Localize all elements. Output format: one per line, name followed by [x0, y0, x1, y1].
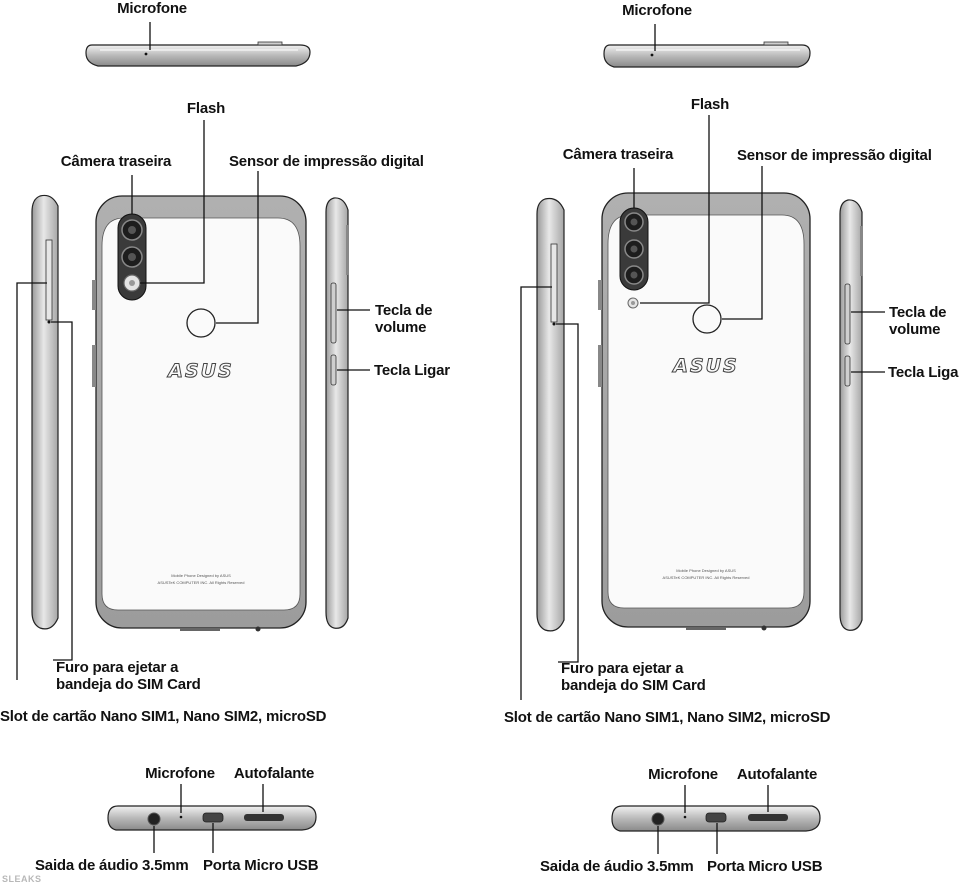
left-back-print-line2: ASUSTeK COMPUTER INC. All Rights Reserve… [158, 580, 245, 585]
right-side-view-left [520, 197, 579, 700]
left-audio-jack [147, 812, 161, 826]
right-bottom-mic-hole [683, 815, 687, 819]
right-label-volume-key: Tecla de volume [889, 304, 947, 338]
right-power-key [844, 355, 851, 387]
right-side-view-right [839, 199, 885, 631]
left-back-panel [101, 217, 301, 611]
right-label-rear-camera: Câmera traseira [562, 146, 674, 163]
right-fingerprint-sensor [692, 304, 722, 334]
right-top-edge [603, 24, 811, 68]
left-back-print-line1: Mobile Phone Designed by ASUS [171, 573, 231, 578]
right-label-audio-jack: Saida de áudio 3.5mm [540, 858, 694, 875]
right-label-micro-usb: Porta Micro USB [707, 858, 823, 875]
left-fingerprint-sensor [186, 308, 216, 338]
right-micro-usb-port [705, 812, 727, 823]
left-label-rear-camera: Câmera traseira [60, 153, 172, 170]
left-top-edge [85, 22, 311, 67]
watermark: SLEAKS [2, 874, 42, 884]
left-power-key [330, 354, 337, 386]
right-top-mic-hole [650, 53, 654, 57]
right-sim-eject-hole [552, 322, 556, 326]
right-phone-group: Mobile Phone Designed by ASUS ASUSTeK CO… [520, 24, 885, 854]
right-label-speaker: Autofalante [736, 766, 818, 783]
right-label-bottom-microphone: Microfone [648, 766, 718, 783]
left-label-sim-slot: Slot de cartão Nano SIM1, Nano SIM2, mic… [0, 708, 327, 725]
left-asus-logo: ASUS [166, 360, 234, 382]
left-label-speaker: Autofalante [233, 765, 315, 782]
left-label-volume-key: Tecla de volume [375, 302, 433, 336]
right-label-power-key: Tecla Liga [888, 364, 959, 381]
right-volume-key [844, 283, 851, 345]
left-micro-usb-port [202, 812, 224, 823]
left-label-sim-eject-hole: Furo para ejetar a bandeja do SIM Card [56, 659, 201, 693]
right-back-print-line2: ASUSTeK COMPUTER INC. All Rights Reserve… [663, 575, 750, 580]
left-side-view-left [16, 194, 73, 680]
left-label-top-microphone: Microfone [117, 0, 187, 17]
left-sim-slot [45, 239, 53, 321]
left-volume-key [330, 282, 337, 344]
right-sim-slot [550, 243, 558, 323]
left-side-view-right [325, 197, 370, 629]
left-label-audio-jack: Saida de áudio 3.5mm [35, 857, 189, 874]
right-label-top-microphone: Microfone [622, 2, 692, 19]
left-label-fingerprint-sensor: Sensor de impressão digital [229, 153, 424, 170]
right-speaker-grille [748, 814, 788, 821]
right-asus-logo: ASUS [671, 355, 739, 377]
left-back-view: Mobile Phone Designed by ASUS ASUSTeK CO… [92, 120, 307, 632]
right-audio-jack [651, 812, 665, 826]
left-label-bottom-microphone: Microfone [145, 765, 215, 782]
right-label-flash: Flash [690, 96, 730, 113]
left-phone-group: Mobile Phone Designed by ASUS ASUSTeK CO… [16, 22, 370, 853]
right-bottom-edge [611, 785, 821, 854]
left-top-mic-hole [144, 52, 148, 56]
right-label-sim-eject-hole: Furo para ejetar a bandeja do SIM Card [561, 660, 706, 694]
left-label-flash: Flash [186, 100, 226, 117]
right-back-print-line1: Mobile Phone Designed by ASUS [676, 568, 736, 573]
left-label-power-key: Tecla Ligar [374, 362, 450, 379]
left-bottom-mic-hole [179, 815, 183, 819]
left-sim-eject-hole [47, 320, 51, 324]
right-label-fingerprint-sensor: Sensor de impressão digital [737, 147, 932, 164]
right-back-view: Mobile Phone Designed by ASUS ASUSTeK CO… [598, 115, 811, 631]
left-speaker-grille [244, 814, 284, 821]
left-label-micro-usb: Porta Micro USB [203, 857, 319, 874]
left-bottom-edge [107, 784, 317, 853]
right-label-sim-slot: Slot de cartão Nano SIM1, Nano SIM2, mic… [504, 709, 831, 726]
